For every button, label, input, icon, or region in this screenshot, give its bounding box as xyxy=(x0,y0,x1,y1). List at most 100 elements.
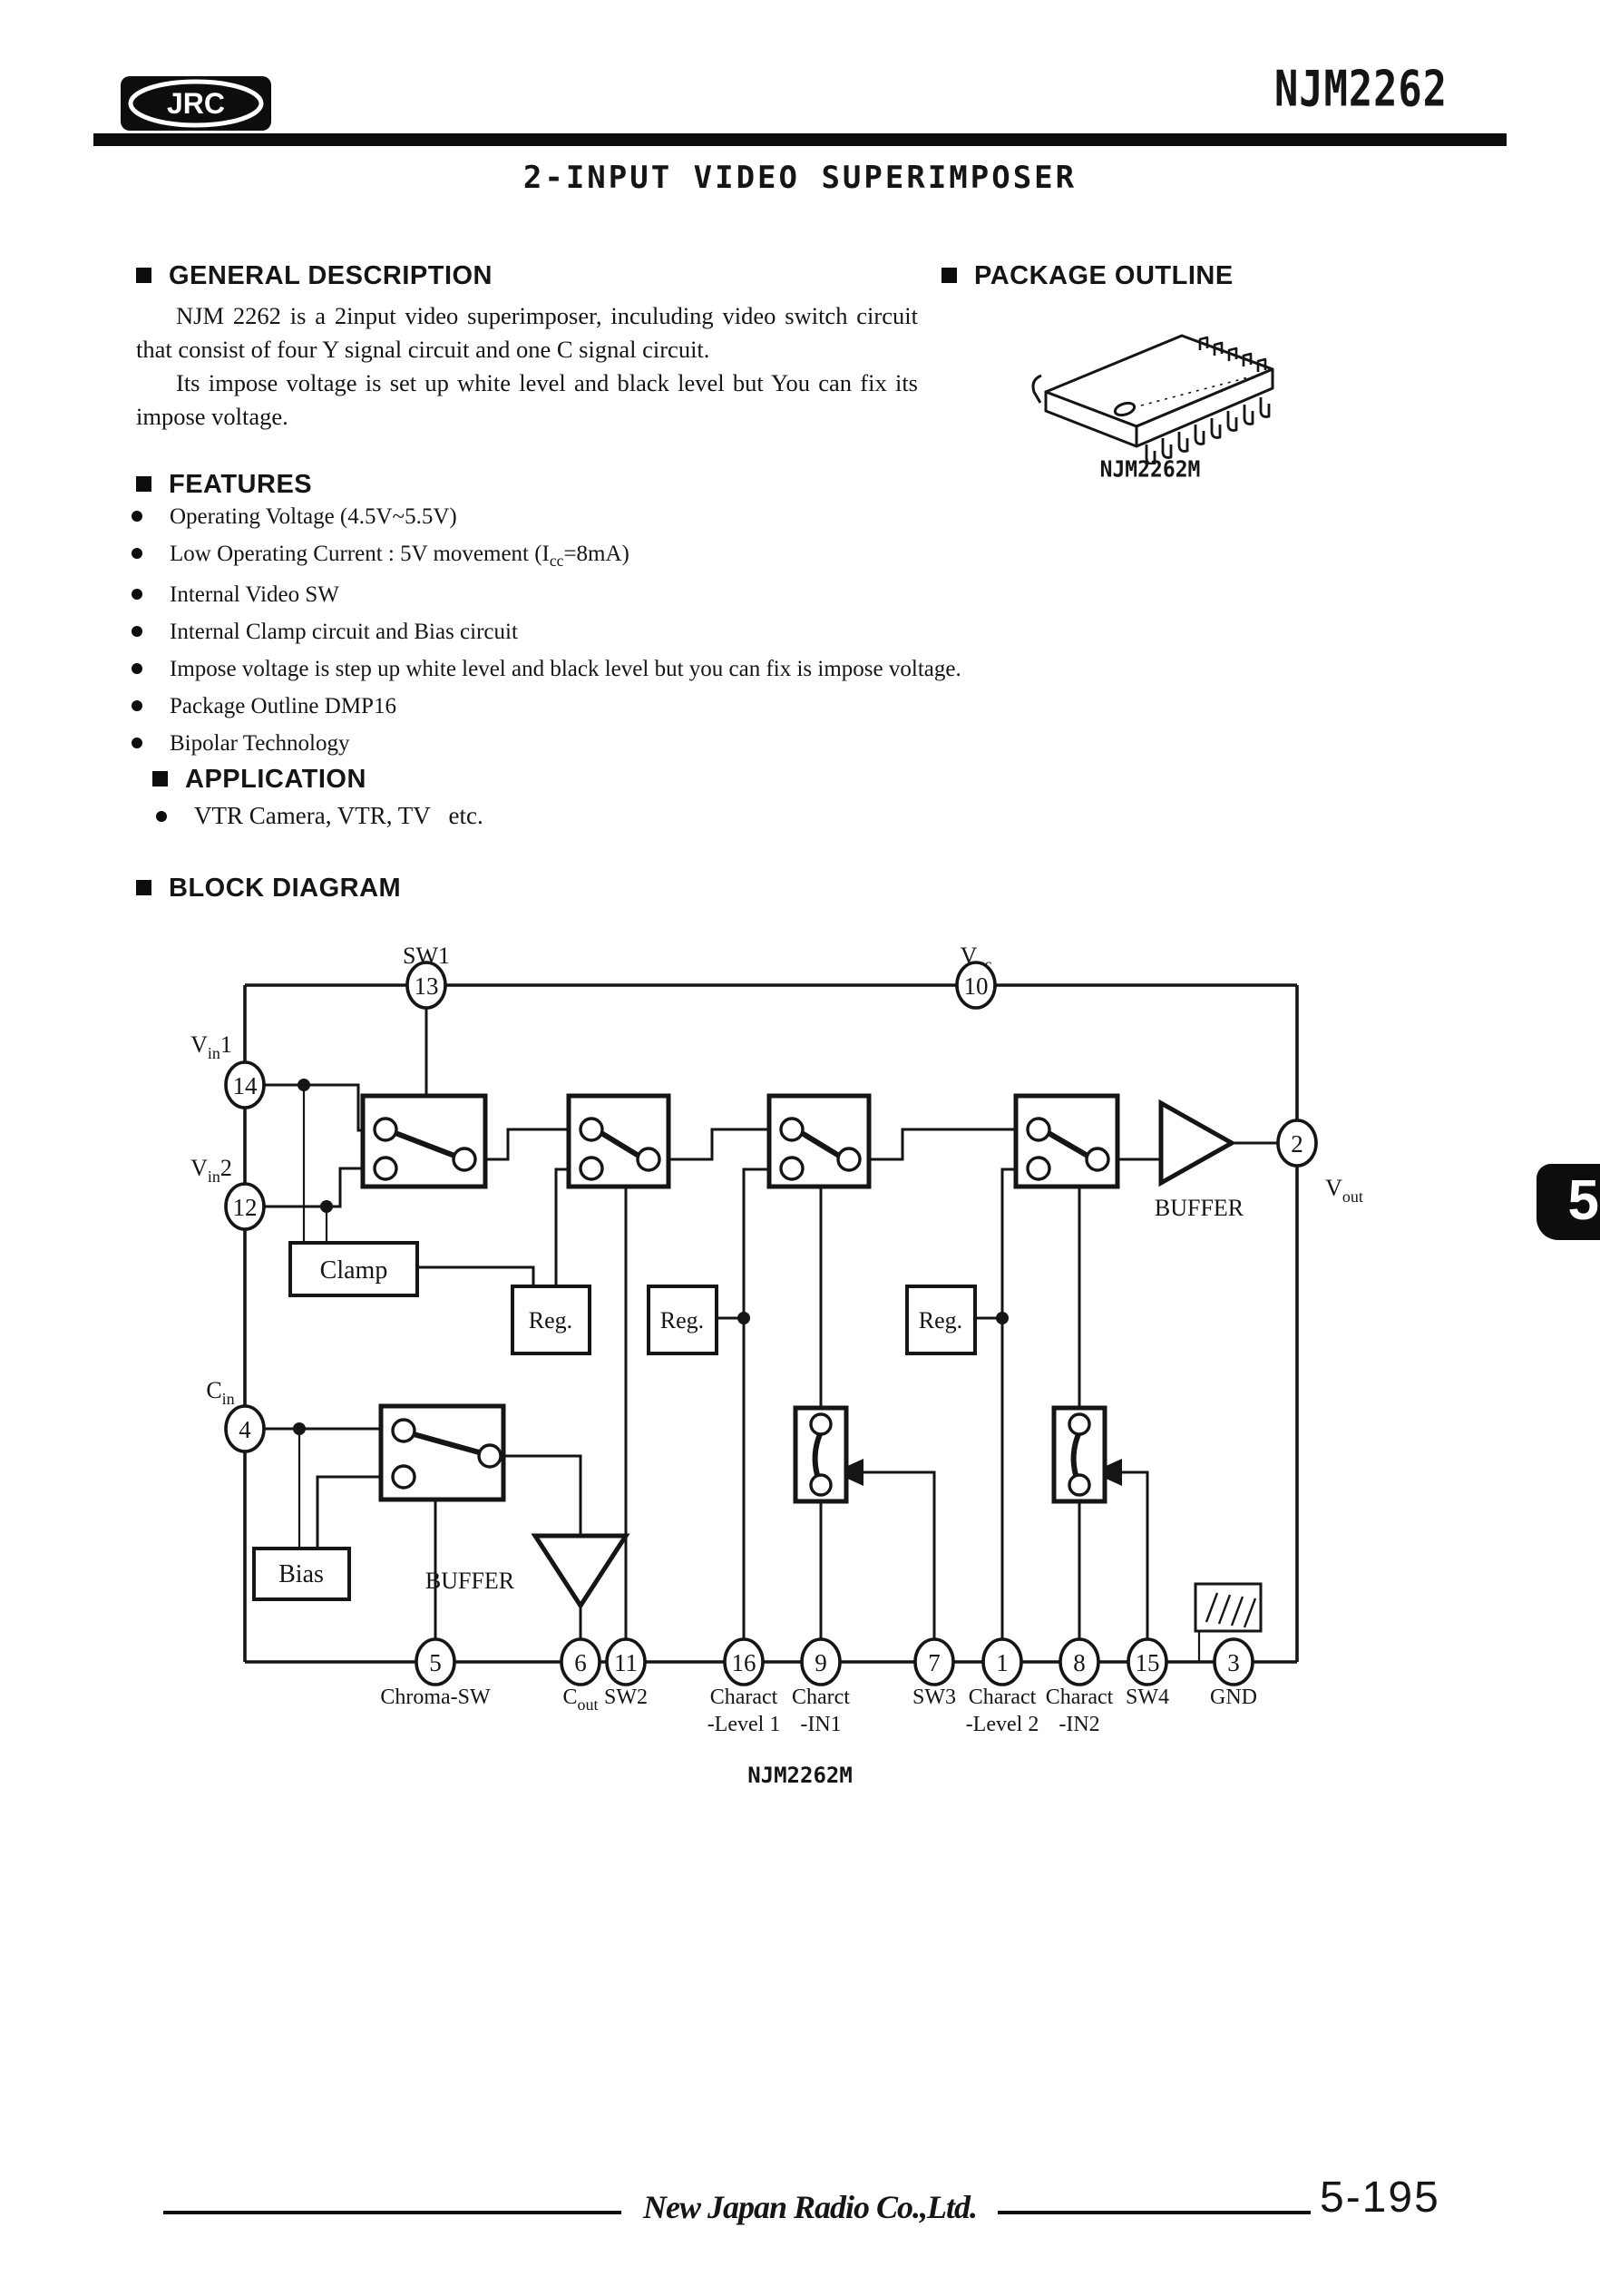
section-heading-package-outline: PACKAGE OUTLINE xyxy=(941,261,1234,291)
sw2-sw3-wire xyxy=(659,1128,781,1161)
application-list: VTR Camera, VTR, TV etc. xyxy=(156,802,791,842)
jrc-logo-text: JRC xyxy=(167,87,225,120)
y-switch-2 xyxy=(566,1093,671,1189)
bias-box xyxy=(252,1547,351,1601)
ground-symbol-icon xyxy=(1194,1582,1263,1662)
pin-9-label: Charct-IN1 xyxy=(792,1685,850,1736)
output-buffer-label: BUFFER xyxy=(1155,1195,1244,1221)
pin-8-label: Charact-IN2 xyxy=(1046,1685,1114,1736)
pin-7-label: SW3 xyxy=(912,1685,956,1709)
feature-item-text: Internal Clamp circuit and Bias circuit xyxy=(170,620,518,644)
square-bullet-icon xyxy=(136,476,151,492)
pin-5-number: 5 xyxy=(429,1649,442,1676)
soic-package-icon xyxy=(1031,334,1274,465)
reg2-label: Reg. xyxy=(660,1307,704,1334)
round-bullet-icon xyxy=(132,700,142,711)
pin-13-number: 13 xyxy=(415,972,439,1000)
round-bullet-icon xyxy=(132,589,142,600)
vin1-wire xyxy=(265,1083,373,1132)
round-bullet-icon xyxy=(132,663,142,674)
cin-pin-label: Cin xyxy=(206,1377,234,1408)
sw1-sw2-wire xyxy=(475,1128,580,1161)
feature-item-text: Low Operating Current : 5V movement (Icc… xyxy=(170,542,629,570)
general-description-text: NJM 2262 is a 2input video superimposer,… xyxy=(136,299,918,434)
pin-11-number: 11 xyxy=(614,1649,638,1676)
chroma-switch xyxy=(378,1403,506,1502)
pin-1-number: 1 xyxy=(996,1649,1009,1676)
pin-7-number: 7 xyxy=(928,1649,941,1676)
sw3-sw4-wire xyxy=(860,1128,1028,1161)
sw4-pin-control-wire xyxy=(1092,1459,1149,1639)
feature-item: Package Outline DMP16 xyxy=(132,694,1093,719)
output-buffer-icon xyxy=(1158,1099,1237,1187)
clamp-output-wire xyxy=(417,1265,535,1286)
charact-switch-2 xyxy=(1051,1405,1107,1504)
pin-3-number: 3 xyxy=(1227,1649,1240,1676)
feature-item-text: Internal Video SW xyxy=(170,582,339,607)
feature-item-text: Bipolar Technology xyxy=(170,731,350,756)
pin-2 xyxy=(1276,1119,1318,1168)
square-bullet-icon xyxy=(941,268,957,283)
vin2-pin-label: Vin2 xyxy=(190,1155,232,1186)
feature-item: Internal Clamp circuit and Bias circuit xyxy=(132,620,1093,645)
pin-1-label: Charact-Level 2 xyxy=(966,1685,1039,1736)
bias-to-switch-wire xyxy=(316,1475,393,1549)
reg1-label: Reg. xyxy=(529,1307,572,1334)
pin-16-label: Charact-Level 1 xyxy=(707,1685,781,1736)
footer-page-number: 5-195 xyxy=(1320,2174,1440,2222)
pin-3-label: GND xyxy=(1210,1685,1257,1709)
block-diagram: Clamp Reg. Reg. Reg. Bias BUFFER BUFFER … xyxy=(190,943,1363,1788)
diagram-caption: NJM2262M xyxy=(747,1763,853,1788)
pin-8-number: 8 xyxy=(1073,1649,1086,1676)
square-bullet-icon xyxy=(136,880,151,895)
chroma-buffer-icon xyxy=(531,1533,630,1610)
feature-item: Internal Video SW xyxy=(132,582,1093,608)
pin-12 xyxy=(224,1182,266,1231)
pin-6-number: 6 xyxy=(574,1649,587,1676)
junction-dot xyxy=(298,1079,310,1091)
charact-switch-1 xyxy=(793,1405,849,1504)
section-heading-label: BLOCK DIAGRAM xyxy=(169,874,402,903)
pin-11-label: SW2 xyxy=(604,1685,648,1709)
section-tab: 5 xyxy=(1537,1164,1600,1240)
bias-label: Bias xyxy=(278,1560,324,1588)
round-bullet-icon xyxy=(132,548,142,559)
reg3-label: Reg. xyxy=(919,1307,962,1334)
package-chip-drawing xyxy=(1014,319,1286,469)
pin-5-label: Chroma-SW xyxy=(380,1685,491,1709)
paragraph: Its impose voltage is set up white level… xyxy=(136,369,918,430)
feature-item: Operating Voltage (4.5V~5.5V) xyxy=(132,504,1093,530)
section-heading-label: FEATURES xyxy=(169,470,313,499)
paragraph: NJM 2262 is a 2input video superimposer,… xyxy=(136,302,918,363)
pin-13 xyxy=(405,961,447,1010)
square-bullet-icon xyxy=(136,268,151,283)
charact-level1-wire xyxy=(742,1168,781,1639)
pin-9-number: 9 xyxy=(815,1649,827,1676)
pin-15-number: 15 xyxy=(1136,1649,1160,1676)
vin2-wire xyxy=(265,1167,373,1208)
chroma-out-wire xyxy=(501,1454,582,1536)
pin-16-number: 16 xyxy=(732,1649,756,1676)
features-list: Operating Voltage (4.5V~5.5V) Low Operati… xyxy=(132,504,1093,768)
application-item-text: VTR Camera, VTR, TV etc. xyxy=(194,802,483,829)
sw3-pin-control-wire xyxy=(834,1459,936,1639)
pin-2-number: 2 xyxy=(1291,1130,1303,1158)
feature-item-text: Package Outline DMP16 xyxy=(170,694,396,718)
application-item: VTR Camera, VTR, TV etc. xyxy=(156,802,791,830)
pin-10-number: 10 xyxy=(964,972,989,1000)
pin-4-number: 4 xyxy=(239,1416,251,1443)
section-heading-general-description: GENERAL DESCRIPTION xyxy=(136,261,493,291)
header-divider-bar xyxy=(93,133,1507,146)
feature-item-text: Operating Voltage (4.5V~5.5V) xyxy=(170,504,457,529)
pin-15-label: SW4 xyxy=(1126,1685,1169,1709)
section-heading-application: APPLICATION xyxy=(152,765,366,795)
